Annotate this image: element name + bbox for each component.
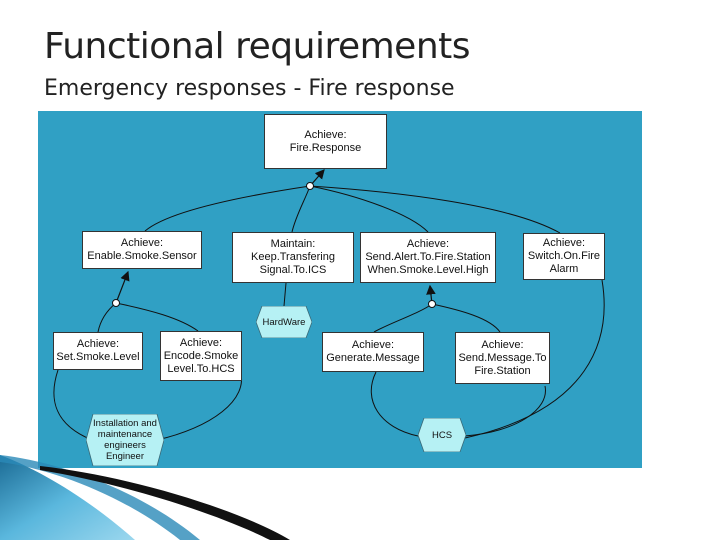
goal-enable-smoke-sensor-label: Achieve: Enable.Smoke.Sensor [87,237,197,262]
link-enable-smoke [144,185,311,232]
link-hcs-generate [370,371,419,437]
link-encode-smoke [115,302,199,332]
link-generate-message [373,303,433,333]
goal-send-alert: Achieve: Send.Alert.To.Fire.Station When… [360,232,496,283]
goal-generate-message-label: Achieve: Generate.Message [326,339,420,364]
goal-switch-on-fire-alarm: Achieve: Switch.On.Fire Alarm [523,233,605,280]
agent-hardware-label: HardWare [262,316,306,328]
goal-switch-on-fire-alarm-label: Achieve: Switch.On.Fire Alarm [527,237,601,275]
link-keep-transfering [291,185,311,233]
goal-fire-response: Achieve: Fire.Response [264,114,387,169]
link-send-message [431,303,501,333]
link-hardware [283,282,287,307]
goal-generate-message: Achieve: Generate.Message [322,332,424,372]
goal-encode-smoke-level-label: Achieve: Encode.Smoke Level.To.HCS [163,336,239,375]
goal-send-alert-label: Achieve: Send.Alert.To.Fire.Station When… [365,238,491,276]
agent-engineer: Installation and maintenance engineers E… [86,414,164,466]
slide-title: Functional requirements [44,26,471,67]
goal-send-message: Achieve: Send.Message.To Fire.Station [455,332,550,384]
goal-enable-smoke-sensor: Achieve: Enable.Smoke.Sensor [82,231,202,269]
goal-set-smoke-level-label: Achieve: Set.Smoke.Level [56,338,140,363]
link-switch-alarm [309,185,561,234]
agent-hardware: HardWare [256,306,312,338]
goal-keep-transfering-label: Maintain: Keep.Transfering Signal.To.ICS [251,238,335,276]
link-set-smoke [97,302,117,333]
and-node-left [112,299,120,307]
link-send-alert [309,185,429,233]
and-node-right [428,300,436,308]
diagram-panel [38,111,642,468]
agent-hcs-label: HCS [431,429,453,441]
hexagon-shape [86,414,164,466]
link-left-to-enable [115,270,130,304]
and-node-top [306,182,314,190]
goal-set-smoke-level: Achieve: Set.Smoke.Level [53,332,143,370]
hexagon-shape [418,418,466,452]
link-hcs-switch [464,279,605,439]
link-hcs-send [464,385,546,437]
agent-engineer-label: Installation and maintenance engineers E… [93,418,157,462]
goal-keep-transfering: Maintain: Keep.Transfering Signal.To.ICS [232,232,354,283]
agent-hcs: HCS [418,418,466,452]
goal-fire-response-label: Achieve: Fire.Response [289,128,362,154]
slide-subtitle: Emergency responses - Fire response [44,76,455,101]
goal-send-message-label: Achieve: Send.Message.To Fire.Station [458,338,547,377]
goal-encode-smoke-level: Achieve: Encode.Smoke Level.To.HCS [160,331,242,381]
hexagon-shape [256,306,312,338]
link-engineer-set [53,369,93,441]
